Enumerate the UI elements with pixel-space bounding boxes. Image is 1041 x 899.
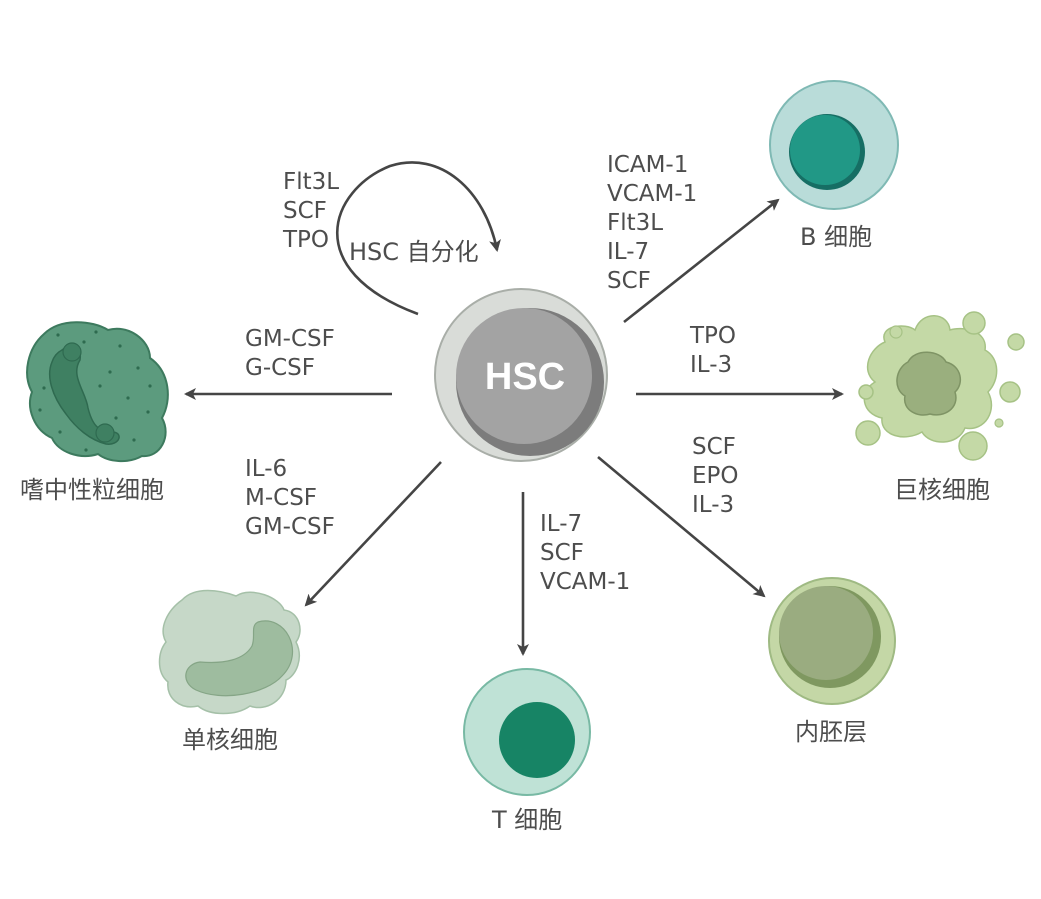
factor: GM-CSF [245, 326, 335, 352]
neutrophil-icon [26, 321, 169, 462]
b-cell-label: B 细胞 [800, 223, 873, 251]
arrow-to-monocyte [304, 461, 442, 607]
factor: SCF [607, 268, 651, 294]
factor: Flt3L [607, 210, 664, 236]
hsc-cell [434, 288, 608, 462]
factor: ICAM-1 [607, 152, 689, 178]
arrow-to-b-cell [623, 198, 780, 324]
factor: SCF [692, 434, 736, 460]
neutrophil-factors: GM-CSF G-CSF [245, 325, 335, 383]
t-cell-icon [463, 668, 591, 796]
monocyte-label: 单核细胞 [182, 726, 278, 754]
factor: IL-6 [245, 456, 288, 482]
factor: G-CSF [245, 355, 316, 381]
endoderm-label: 内胚层 [795, 718, 867, 746]
factor: IL-3 [690, 352, 733, 378]
factor: GM-CSF [245, 514, 335, 540]
monocyte-factors: IL-6 M-CSF GM-CSF [245, 455, 335, 542]
t-cell-label: T 细胞 [492, 806, 563, 834]
self-renewal-label: HSC 自分化 [349, 238, 479, 266]
factor: Flt3L [283, 169, 340, 195]
factor: M-CSF [245, 485, 318, 511]
factor: IL-7 [607, 239, 650, 265]
megakaryocyte-label: 巨核细胞 [894, 476, 990, 504]
b-cell-factors: ICAM-1 VCAM-1 Flt3L IL-7 SCF [607, 151, 697, 296]
megakaryocyte-icon [855, 311, 1025, 461]
factor: SCF [283, 198, 327, 224]
factor: VCAM-1 [540, 569, 631, 595]
endoderm-icon [768, 577, 896, 705]
factor: TPO [690, 323, 737, 349]
arrow-to-endoderm [597, 456, 766, 598]
factor: IL-3 [692, 492, 735, 518]
factor: TPO [283, 227, 330, 253]
factor: EPO [692, 463, 739, 489]
neutrophil-label: 嗜中性粒细胞 [20, 476, 164, 504]
monocyte-icon [158, 589, 301, 715]
b-cell-icon [769, 80, 899, 210]
self-renewal-arrow [336, 161, 501, 316]
t-cell-factors: IL-7 SCF VCAM-1 [540, 510, 630, 597]
megakaryocyte-factors: TPO IL-3 [690, 322, 736, 380]
factor: IL-7 [540, 511, 583, 537]
endoderm-factors: SCF EPO IL-3 [692, 433, 739, 520]
factor: SCF [540, 540, 584, 566]
factor: VCAM-1 [607, 181, 698, 207]
hsc-label: HSC [484, 356, 566, 398]
self-renewal-factors: Flt3L SCF TPO [283, 168, 339, 255]
